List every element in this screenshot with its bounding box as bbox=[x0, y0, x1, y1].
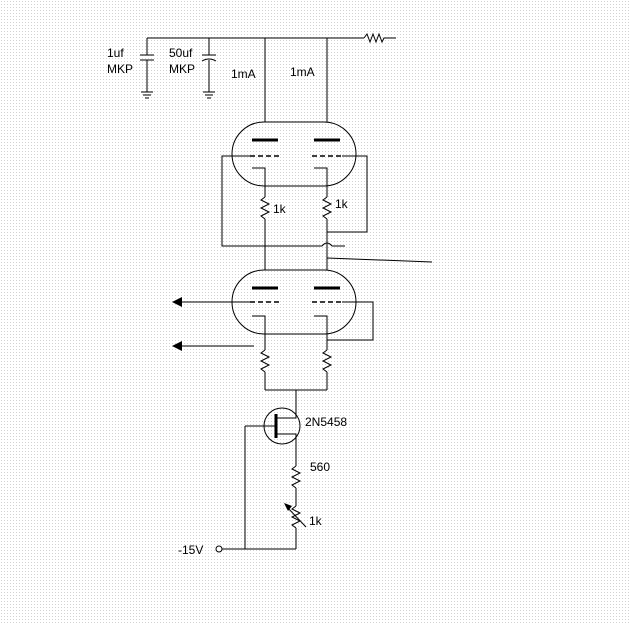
label-current-left: 1mA bbox=[231, 67, 256, 81]
resistor-lower-left bbox=[259, 349, 271, 373]
output-wire bbox=[326, 257, 433, 263]
resistor-1k-right bbox=[321, 196, 333, 220]
label-pot: 1k bbox=[309, 514, 323, 528]
ground-icon bbox=[141, 91, 153, 99]
label-supply: -15V bbox=[178, 543, 203, 557]
lower-dual-triode bbox=[231, 269, 357, 335]
pot-arrow bbox=[285, 505, 307, 528]
label-cap1-type: MKP bbox=[107, 62, 133, 76]
label-cap1-value: 1uf bbox=[107, 46, 124, 60]
label-r-cathode-right: 1k bbox=[335, 197, 349, 211]
jfet-2n5458 bbox=[245, 407, 301, 445]
capacitor-1uf bbox=[140, 38, 154, 92]
ground-icon bbox=[203, 91, 215, 99]
label-cap2-value: 50uf bbox=[169, 46, 193, 60]
label-jfet: 2N5458 bbox=[305, 415, 347, 429]
label-cap2-type: MKP bbox=[169, 62, 195, 76]
resistor-lower-right bbox=[321, 349, 333, 373]
label-current-right: 1mA bbox=[290, 65, 315, 79]
potentiometer-1k bbox=[290, 505, 302, 529]
input-arrow-bottom bbox=[172, 341, 254, 351]
resistor-1k-left bbox=[259, 196, 271, 220]
grid-wire-upper-left bbox=[221, 155, 265, 247]
label-r-source: 560 bbox=[310, 460, 330, 474]
resistor-560 bbox=[290, 465, 302, 489]
capacitor-50uf bbox=[201, 38, 217, 92]
grid-wire-upper-right bbox=[327, 155, 368, 233]
label-r-cathode-left: 1k bbox=[273, 202, 287, 216]
crossover-hop bbox=[321, 242, 333, 247]
supply-rail bbox=[147, 32, 396, 44]
grid-wire-lower-right bbox=[327, 301, 374, 341]
upper-dual-triode bbox=[231, 121, 357, 187]
supply-terminal bbox=[215, 545, 223, 553]
input-arrow-top bbox=[172, 297, 250, 307]
